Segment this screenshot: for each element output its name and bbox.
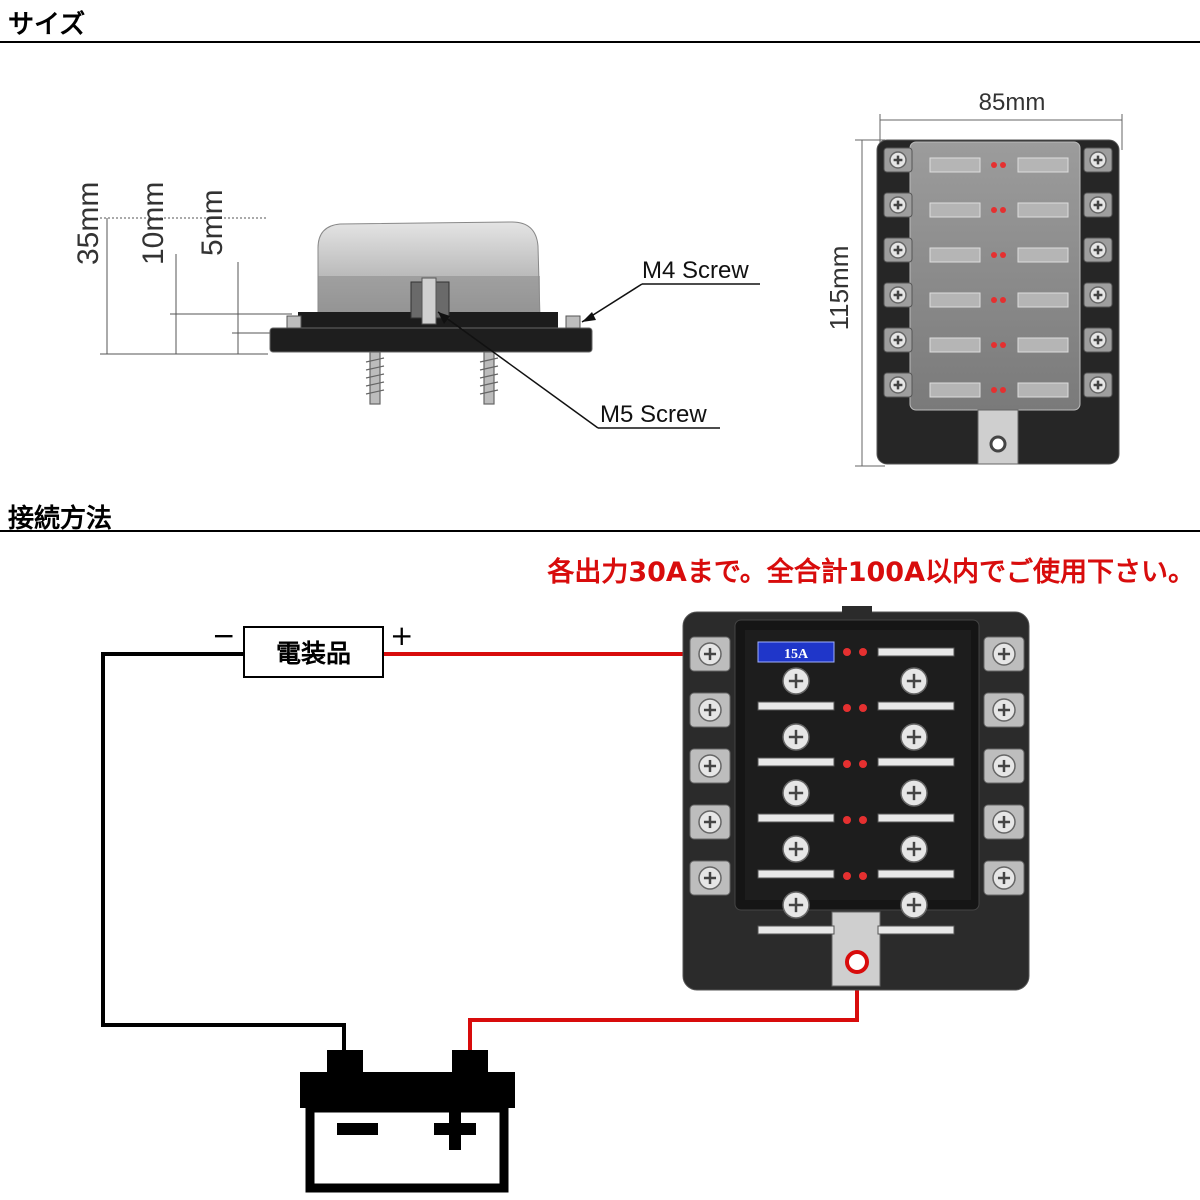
top-terminals [883, 147, 1113, 398]
battery-top [300, 1072, 515, 1108]
fuse-slot [757, 869, 835, 879]
top-cover [909, 141, 1081, 411]
top-fuse [1017, 382, 1069, 398]
battery-plus-sign-v [449, 1108, 461, 1150]
fuse-slot [877, 925, 955, 935]
section-title-size: サイズ [8, 10, 86, 40]
dim-5mm: 5mm [196, 189, 229, 256]
side-mounting-screws [365, 351, 499, 405]
top-led-icon [1000, 252, 1006, 258]
battery-terminal-positive [452, 1050, 488, 1072]
fuse-slot [757, 701, 835, 711]
top-fuse [929, 157, 981, 173]
top-fuse [929, 202, 981, 218]
top-fuse [1017, 157, 1069, 173]
label-m5-screw: M5 Screw [600, 401, 707, 428]
divider-connection [0, 530, 1200, 532]
top-led-icon [1000, 297, 1006, 303]
fuse-slot [757, 757, 835, 767]
top-fuse [929, 382, 981, 398]
dim-85mm: 85mm [979, 89, 1046, 116]
fuse-slot [877, 647, 955, 657]
electrical-device-box: 電装品 [243, 626, 384, 678]
fuse-led-icon [859, 648, 867, 656]
top-fuse [929, 292, 981, 308]
top-fuse [929, 337, 981, 353]
side-terminal-left [286, 315, 302, 329]
fuse-led-icon [843, 760, 851, 768]
side-center-bolt [421, 277, 437, 325]
fuse-slot [757, 813, 835, 823]
fuse-led-icon [859, 760, 867, 768]
top-led-icon [1000, 207, 1006, 213]
divider-size [0, 41, 1200, 43]
top-dimension-lines [855, 114, 1123, 467]
fuse-slot [877, 869, 955, 879]
top-led-icon [991, 342, 997, 348]
dim-35mm: 35mm [72, 182, 105, 265]
device-plus-label: + [390, 619, 414, 652]
fuse-tag-label: 15A [784, 647, 809, 662]
m5-callout-line [437, 311, 599, 429]
side-view: 35mm 10mm 5mm M4 Screw [72, 182, 760, 429]
top-led-icon [1000, 162, 1006, 168]
top-led-icon [991, 252, 997, 258]
battery [300, 1050, 515, 1193]
fuse-slot [877, 813, 955, 823]
block-terminals [689, 636, 1025, 896]
fuse-block: 15A [682, 606, 1030, 991]
top-fuse [1017, 337, 1069, 353]
fuse-led-icon [859, 816, 867, 824]
red-wire-battery [468, 965, 859, 1050]
electrical-device-label: 電装品 [275, 639, 351, 668]
top-led-icon [991, 162, 997, 168]
black-wire [101, 652, 346, 1050]
top-fuse [929, 247, 981, 263]
dim-10mm: 10mm [137, 182, 170, 265]
fuse-tag-15a [757, 641, 835, 663]
top-ground-stud [989, 435, 1007, 453]
fuse-slot [877, 757, 955, 767]
top-fuse [1017, 247, 1069, 263]
device-minus-label: − [212, 619, 236, 652]
top-led-icon [991, 297, 997, 303]
battery-minus-sign [337, 1123, 378, 1135]
top-fuse [1017, 202, 1069, 218]
top-view: 85mm 115mm [824, 89, 1123, 467]
fuse-led-icon [843, 816, 851, 824]
top-led-icon [1000, 387, 1006, 393]
label-m4-screw: M4 Screw [642, 257, 749, 284]
fuse-slot [757, 925, 835, 935]
side-terminal-right [565, 315, 581, 329]
ground-bar [831, 911, 881, 987]
block-fuse-rows [757, 647, 955, 935]
top-led-icon [991, 387, 997, 393]
fuse-slot [877, 701, 955, 711]
dim-115mm: 115mm [824, 246, 854, 331]
top-led-icon [1000, 342, 1006, 348]
fuse-led-icon [843, 872, 851, 880]
ground-stud [845, 950, 869, 974]
side-dimension-lines [100, 217, 292, 355]
battery-terminal-negative [327, 1050, 363, 1072]
battery-body [305, 1103, 509, 1193]
top-fuses [929, 157, 1069, 398]
top-led-icon [991, 207, 997, 213]
usage-note: 各出力30Aまで。全合計100A以内でご使用下さい。 [547, 557, 1195, 588]
fuse-led-icon [843, 648, 851, 656]
top-fuse [1017, 292, 1069, 308]
fuse-led-icon [843, 704, 851, 712]
wiring [101, 652, 859, 1050]
fuse-led-icon [859, 704, 867, 712]
side-base-plate [269, 327, 593, 353]
fuse-led-icon [859, 872, 867, 880]
section-title-connection: 接続方法 [8, 504, 113, 534]
